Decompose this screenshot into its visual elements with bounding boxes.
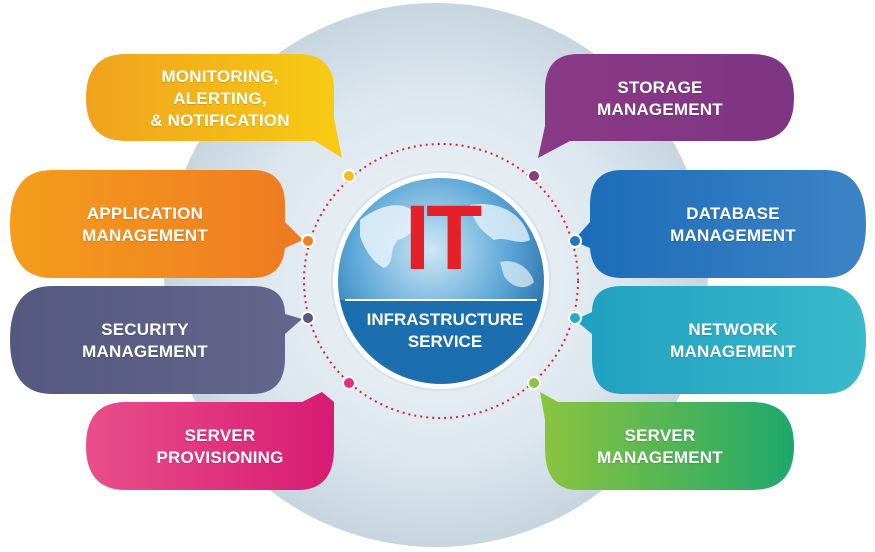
bubble-security-shape [10,286,302,394]
bubble-storage: STORAGE MANAGEMENT [560,60,760,138]
bubble-provisioning-shape [86,392,334,490]
bubble-storage-label: STORAGE MANAGEMENT [597,78,723,119]
dot-monitoring [342,169,356,183]
dot-security [301,311,315,325]
dot-network [568,311,582,325]
bubble-server-provisioning: SERVER PROVISIONING [120,408,320,486]
center-label: INFRASTRUCTURE SERVICE [366,310,524,352]
bubble-database: DATABASE MANAGEMENT [628,178,838,272]
dotted-ring [303,143,579,419]
bubble-database-shape [573,170,866,278]
it-logo-text: IT [404,187,483,289]
bubble-storage-shape [538,54,794,158]
bubble-application-label: APPLICATION MANAGEMENT [82,204,208,245]
bubble-server-provisioning-label: SERVER PROVISIONING [156,426,284,467]
dot-storage [527,169,541,183]
dot-application [301,234,315,248]
bubble-monitoring: MONITORING, ALERTING, & NOTIFICATION [120,60,320,138]
bubble-security-label: SECURITY MANAGEMENT [82,320,208,361]
dot-database [568,234,582,248]
bubble-server-management-shape [540,392,794,490]
bubble-network-shape [575,286,866,394]
bubble-network-label: NETWORK MANAGEMENT [670,320,796,361]
bubble-security: SECURITY MANAGEMENT [40,294,250,388]
bubble-monitoring-label: MONITORING, ALERTING, & NOTIFICATION [150,67,290,130]
bubble-application-shape [10,170,303,278]
bubble-network: NETWORK MANAGEMENT [628,294,838,388]
bubble-database-label: DATABASE MANAGEMENT [670,204,796,245]
bubble-server-management: SERVER MANAGEMENT [560,408,760,486]
dot-server [527,376,541,390]
bubble-application: APPLICATION MANAGEMENT [40,178,250,272]
dot-provisioning [342,376,356,390]
globe-icon [331,171,551,391]
bubble-server-management-label: SERVER MANAGEMENT [597,426,723,467]
bubble-monitoring-shape [86,54,342,158]
